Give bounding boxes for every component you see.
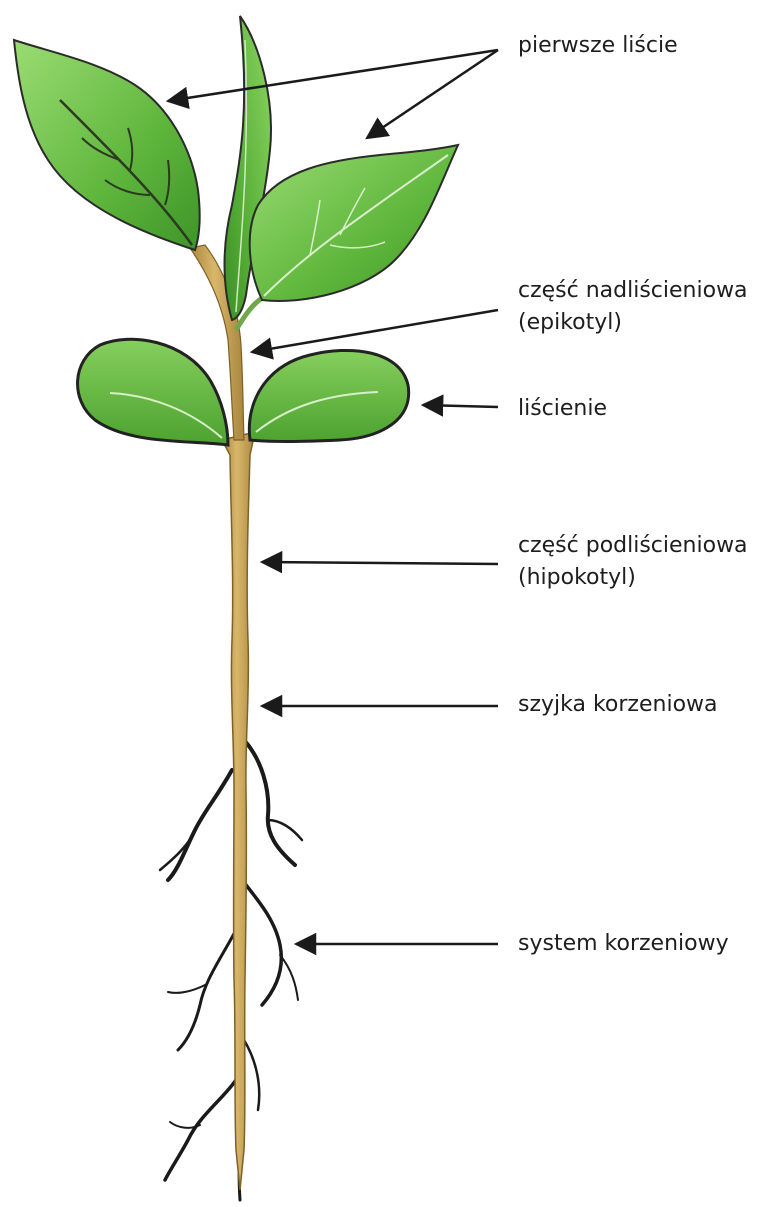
leaf-right [250, 145, 458, 301]
arrow-first-leaves-left [168, 50, 498, 101]
root-right-upper [244, 740, 295, 865]
label-first-leaves-text: pierwsze liście [518, 30, 678, 62]
label-root-collar: szyjka korzeniowa [518, 689, 718, 721]
arrow-cotyledons [423, 405, 498, 407]
cotyledon-left [78, 339, 228, 445]
first-leaves [14, 16, 458, 320]
label-epicotyl-line1: część nadliścieniowa [518, 275, 748, 307]
label-cotyledons: liścienie [518, 393, 607, 425]
label-cotyledons-text: liścienie [518, 393, 607, 425]
label-root-system: system korzeniowy [518, 928, 729, 960]
arrow-epicotyl [252, 310, 498, 352]
cotyledon-right [249, 350, 408, 441]
arrow-hypocotyl [262, 562, 498, 564]
label-epicotyl: część nadliścieniowa (epikotyl) [518, 275, 748, 339]
label-epicotyl-line2: (epikotyl) [518, 307, 748, 339]
label-hypocotyl-line2: (hipokotyl) [518, 562, 748, 594]
label-root-system-text: system korzeniowy [518, 928, 729, 960]
label-hypocotyl: część podliścieniowa (hipokotyl) [518, 530, 748, 594]
root-left-lower [165, 1080, 236, 1180]
root-left-upper [168, 770, 232, 880]
root-right-middle [242, 880, 281, 1005]
root-left-mid-branch [168, 985, 205, 993]
roots [160, 740, 302, 1200]
hypocotyl-stem [222, 432, 255, 1190]
root-right-lower [244, 1040, 259, 1110]
label-root-collar-text: szyjka korzeniowa [518, 689, 718, 721]
label-hypocotyl-line1: część podliścieniowa [518, 530, 748, 562]
root-left-middle [178, 930, 236, 1050]
label-first-leaves: pierwsze liście [518, 30, 678, 62]
arrow-first-leaves-right [367, 50, 498, 138]
